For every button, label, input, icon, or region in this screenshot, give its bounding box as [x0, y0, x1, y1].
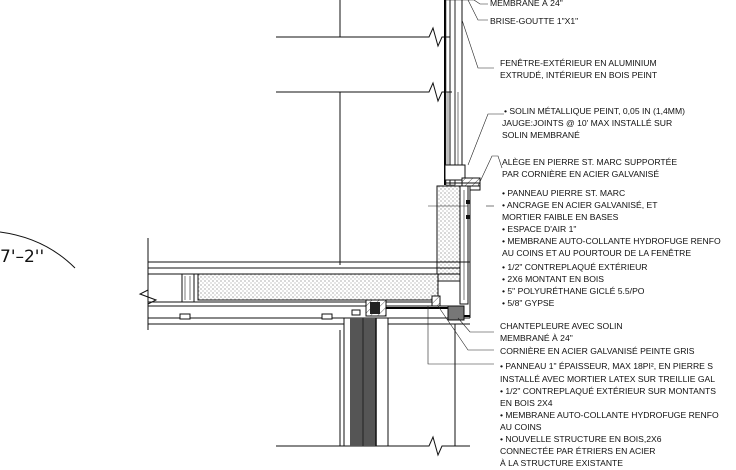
note-wall-assembly-line-10: • 5/8" GYPSE: [502, 298, 555, 308]
note-wall-assembly-line-6: AU COINS ET AU POURTOUR DE LA FENÊTRE: [502, 248, 691, 258]
note-wall-assembly-line-3: MORTIER FAIBLE EN BASES: [502, 212, 619, 222]
note-window-line-2: EXTRUDÉ, INTÉRIEUR EN BOIS PEINT: [500, 70, 658, 80]
note-flashing-line-3: SOLIN MEMBRANÉ: [502, 130, 580, 140]
note-sill-line-1: ALÈGE EN PIERRE ST. MARC SUPPORTÉE: [502, 157, 677, 167]
wall-section-geometry: [0, 0, 504, 457]
note-wall-assembly-line-2: • ANCRAGE EN ACIER GALVANISÉ, ET: [502, 200, 658, 210]
note-lower-wall-line-5: • MEMBRANE AUTO-COLLANTE HYDROFUGE RENFO: [500, 410, 719, 420]
note-weep-line-1: CHANTEPLEURE AVEC SOLIN: [500, 321, 623, 331]
note-lower-wall-line-3: • 1/2" CONTREPLAQUÉ EXTÉRIEUR SUR MONTAN…: [500, 386, 716, 396]
note-membrane: MEMBRANE À 24": [490, 0, 563, 8]
note-wall-assembly-line-8: • 2X6 MONTANT EN BOIS: [502, 274, 604, 284]
note-window-line-1: FENÊTRE-EXTÉRIEUR EN ALUMINIUM: [500, 58, 657, 68]
dimension-label: 7'–2'': [0, 247, 44, 267]
note-weep-line-2: MEMBRANÉ À 24": [500, 333, 573, 343]
note-wall-assembly-line-7: • 1/2" CONTREPLAQUÉ EXTÉRIEUR: [502, 262, 648, 272]
note-wall-assembly-line-9: • 5" POLYURÉTHANE GICLÉ 5.5/PO: [502, 286, 645, 296]
note-flashing-line-1: • SOLIN MÉTALLIQUE PEINT, 0,05 IN (1,4MM…: [504, 106, 685, 116]
note-lower-wall-line-1: • PANNEAU 1" ÉPAISSEUR, MAX 18PI², EN PI…: [500, 361, 713, 371]
note-wall-assembly-line-1: • PANNEAU PIERRE ST. MARC: [502, 188, 625, 198]
note-drip-edge: BRISE-GOUTTE 1"X1": [490, 16, 578, 26]
note-lower-wall-line-7: • NOUVELLE STRUCTURE EN BOIS,2X6: [500, 434, 662, 444]
note-flashing-line-2: JAUGE:JOINTS @ 10' MAX INSTALLÉ SUR: [502, 118, 672, 128]
note-lower-wall-line-4: EN BOIS 2X4: [500, 398, 553, 408]
note-sill-line-2: PAR CORNIÈRE EN ACIER GALVANISÉ: [502, 169, 659, 179]
note-wall-assembly-line-4: • ESPACE D'AIR 1": [502, 224, 576, 234]
note-wall-assembly-line-5: • MEMBRANE AUTO-COLLANTE HYDROFUGE RENFO: [502, 236, 721, 246]
note-lower-wall-line-6: AU COINS: [500, 422, 542, 432]
note-lower-wall-line-9: À LA STRUCTURE EXISTANTE: [500, 458, 623, 468]
note-lower-wall-line-8: CONNECTÉE PAR ÉTRIERS EN ACIER: [500, 446, 656, 456]
note-steel-angle: CORNIÈRE EN ACIER GALVANISÉ PEINTE GRIS: [500, 346, 695, 356]
annotation-notes: MEMBRANE À 24" BRISE-GOUTTE 1"X1" FENÊTR…: [490, 0, 721, 468]
note-lower-wall-line-2: INSTALLÉ AVEC MORTIER LATEX SUR TREILLIE…: [500, 374, 715, 384]
